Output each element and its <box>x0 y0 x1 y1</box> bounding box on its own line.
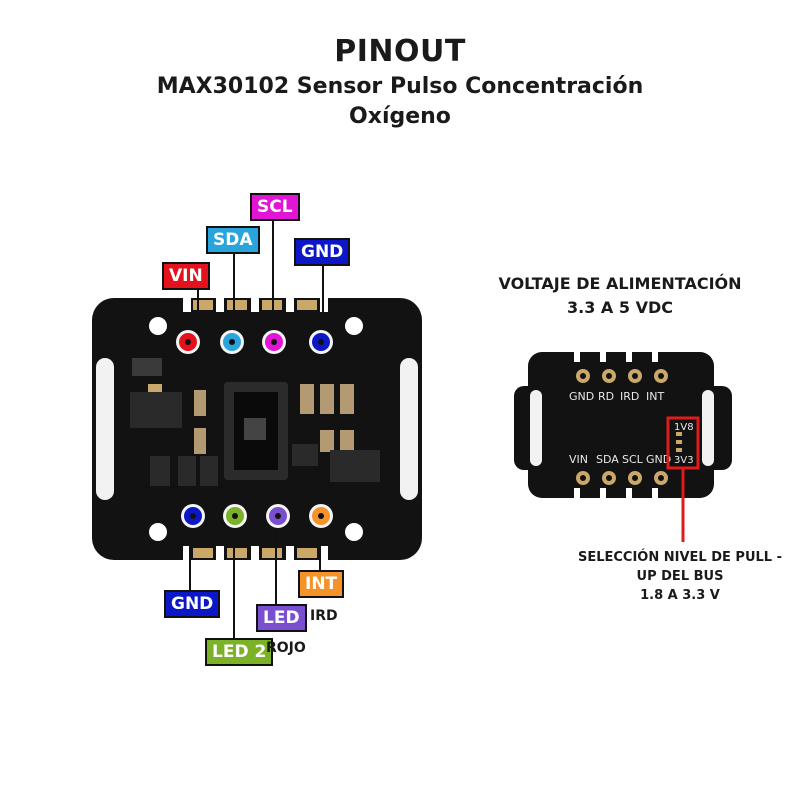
bottom-pin-hole-3 <box>318 513 324 519</box>
pin-label-led2: LED 2 <box>205 638 274 666</box>
bottom-pin-hole-0 <box>190 513 196 519</box>
back-board-text: GND RD IRD INT VIN SDA SCL GND 1V8 3V3 <box>569 390 694 466</box>
bottom-pin-hole-2 <box>275 513 281 519</box>
pin-label-scl: SCL <box>250 193 300 221</box>
top-pin-hole-1 <box>229 339 235 345</box>
bottom-leader-lines <box>189 528 321 640</box>
page-subtitle-line2: Oxígeno <box>349 104 451 129</box>
back-label-vin: VIN <box>569 453 588 466</box>
jumper-label-1v8: 1V8 <box>674 422 694 433</box>
back-label-scl: SCL <box>622 453 644 466</box>
back-label-ird: IRD <box>620 390 639 403</box>
back-label-int: INT <box>646 390 664 403</box>
note-ird: IRD <box>310 608 338 624</box>
supply-line2: 3.3 A 5 VDC <box>567 298 673 317</box>
jumper-label-3v3: 3V3 <box>674 455 694 466</box>
back-board <box>514 352 732 498</box>
bottom-pin-hole-1 <box>232 513 238 519</box>
top-pin-hole-2 <box>271 339 277 345</box>
pin-label-gnd-bottom: GND <box>164 590 221 618</box>
pin-label-led: LED <box>256 604 307 632</box>
pin-label-int: INT <box>298 570 345 598</box>
top-pin-hole-0 <box>185 339 191 345</box>
pullup-line2: UP DEL BUS <box>636 569 724 584</box>
note-rojo: ROJO <box>266 640 306 656</box>
top-pin-hole-3 <box>318 339 324 345</box>
pin-label-sda: SDA <box>206 226 260 254</box>
top-leader-lines <box>197 217 324 328</box>
pin-label-vin: VIN <box>162 262 210 290</box>
top-pins <box>176 330 333 354</box>
page-subtitle-line1: MAX30102 Sensor Pulso Concentración <box>156 74 644 99</box>
page-title: PINOUT <box>334 34 466 69</box>
supply-info: VOLTAJE DE ALIMENTACIÓN 3.3 A 5 VDC <box>470 272 770 320</box>
back-label-gnd-top: GND <box>569 390 594 403</box>
back-label-rd: RD <box>598 390 614 403</box>
pin-label-gnd-top: GND <box>294 238 351 266</box>
pullup-info: SELECCIÓN NIVEL DE PULL - UP DEL BUS 1.8… <box>560 548 800 605</box>
pullup-line3: 1.8 A 3.3 V <box>640 588 720 603</box>
supply-line1: VOLTAJE DE ALIMENTACIÓN <box>498 274 742 293</box>
back-label-gnd-bottom: GND <box>646 453 671 466</box>
back-label-sda: SDA <box>596 453 619 466</box>
front-board <box>92 298 422 560</box>
bottom-pins <box>181 504 333 528</box>
pullup-line1: SELECCIÓN NIVEL DE PULL - <box>577 550 783 565</box>
